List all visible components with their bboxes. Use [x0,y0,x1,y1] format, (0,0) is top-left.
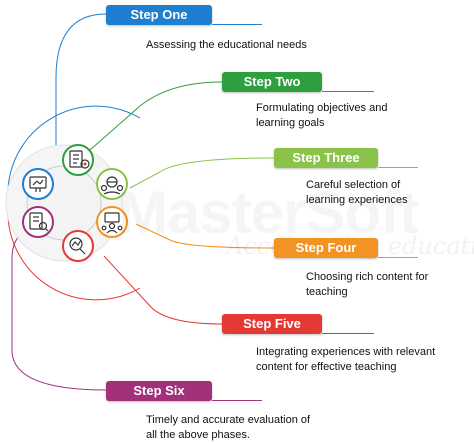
step-six-label: Step Six [106,381,212,401]
evaluation-icon [29,212,49,232]
content-selection-icon [101,212,123,234]
step-two-description: Formulating objectives and learning goal… [256,101,387,131]
step-one-description: Assessing the educational needs [146,38,307,53]
step-three-underline [378,167,418,168]
step-six-description: Timely and accurate evaluation of all th… [146,413,310,443]
step-one-label: Step One [106,5,212,25]
step-four-underline [378,257,418,258]
step-three-description: Careful selection of learning experience… [306,178,408,208]
outer-arc-top [7,105,141,199]
objectives-checklist-icon [69,150,90,169]
learning-experience-icon [100,176,124,195]
step-one-underline [212,24,262,25]
step-three-label: Step Three [274,148,378,168]
outer-arc-bottom [7,207,141,301]
step-six-underline [212,400,262,401]
step-two-underline [322,91,374,92]
step-one-desc-line-1: Assessing the educational needs [146,39,307,51]
integration-icon [69,237,86,255]
connector-step-four [135,223,275,249]
segment-circle-6 [22,206,54,238]
segment-circle-3 [96,168,128,200]
step-two-label: Step Two [222,72,322,92]
step-four-description: Choosing rich content for teaching [306,270,428,300]
step-five-desc-line-1: Integrating experiences with relevant [256,346,436,358]
segment-circle-2 [62,144,94,176]
step-three-desc-line-2: learning experiences [306,194,408,206]
step-four-desc-line-1: Choosing rich content for [306,271,429,283]
step-three-desc-line-1: Careful selection of [306,179,401,191]
step-two-desc-line-2: learning goals [256,117,325,129]
needs-assessment-icon [29,176,47,192]
step-four-label: Step Four [274,238,378,258]
connector-step-three [129,157,275,189]
step-five-label: Step Five [222,314,322,334]
segment-circle-5 [62,230,94,262]
connector-step-one [55,13,107,158]
step-six-desc-line-2: all the above phases. [146,429,250,441]
connector-step-two [89,81,223,151]
step-two-desc-line-1: Formulating objectives and [256,102,388,114]
step-five-description: Integrating experiences with relevant co… [256,345,435,375]
step-four-desc-line-2: teaching [306,286,348,298]
step-five-underline [322,333,374,334]
step-six-desc-line-1: Timely and accurate evaluation of [146,414,311,426]
step-five-desc-line-2: content for effective teaching [256,361,397,373]
segment-circle-1 [22,168,54,200]
connector-step-five [103,255,223,325]
